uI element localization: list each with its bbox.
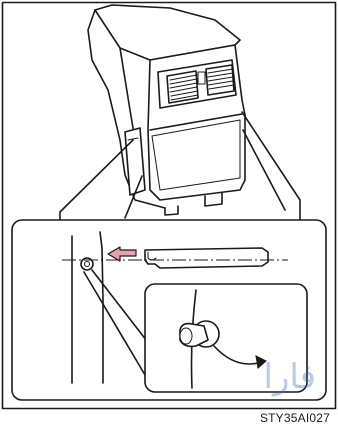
clip-bar: [145, 248, 268, 268]
console-left-edge: [120, 48, 135, 140]
console-body: [88, 5, 245, 215]
callout-right-inner-line: [243, 130, 285, 210]
watermark: فارا: [264, 357, 316, 397]
figure-code: STY35AI027: [260, 411, 330, 425]
pin-large: [180, 321, 219, 347]
console-foot-right: [205, 193, 222, 206]
callout-right-line: [242, 112, 300, 220]
air-vent-left: [167, 71, 198, 103]
air-vent-right: [206, 65, 234, 95]
console-foot-left: [165, 206, 178, 215]
vent-divider: [198, 72, 205, 84]
side-panel: [125, 128, 145, 195]
